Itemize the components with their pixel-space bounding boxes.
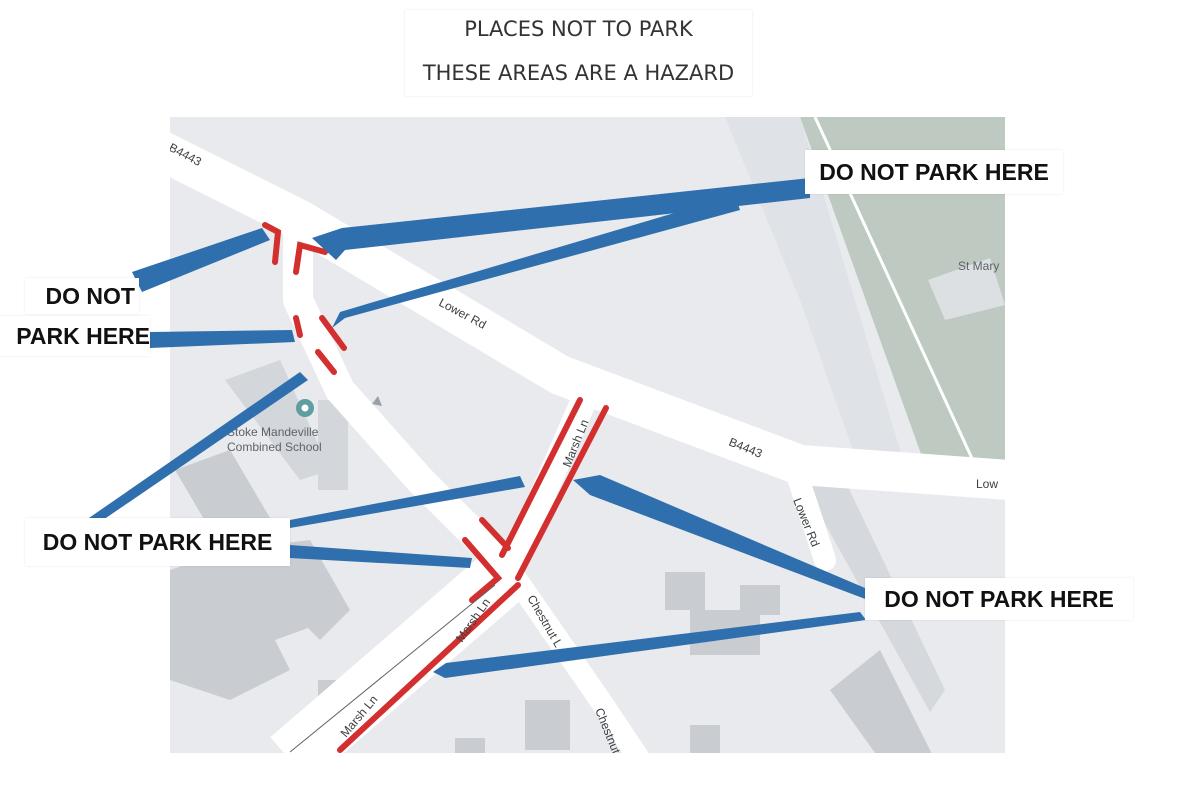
green-area <box>800 117 1005 465</box>
arrow-bottom-right-lower <box>433 612 866 678</box>
arrow-mid-lower <box>290 545 472 568</box>
church-label: St Mary <box>958 259 999 273</box>
road-lower-rd-branch <box>786 464 836 571</box>
arrow-bottom-right-upper <box>573 475 868 600</box>
callout-top-right: DO NOT PARK HERE <box>805 150 1063 194</box>
road-chestnut <box>500 563 649 753</box>
hazard-mark <box>262 222 282 265</box>
callout-left-line-2: PARK HERE <box>0 316 150 356</box>
road-marsh-ln-west <box>283 225 521 581</box>
arrow-mid-upper <box>290 476 525 528</box>
hazard-mark <box>515 405 609 581</box>
arrow-left-upper <box>132 228 270 292</box>
building <box>665 572 705 610</box>
school-marker-dot <box>301 404 309 412</box>
hazard-mark <box>293 241 328 275</box>
building <box>455 738 485 753</box>
building <box>525 700 570 750</box>
building <box>170 550 290 700</box>
direction-arrow-icon <box>372 396 382 406</box>
building <box>740 585 780 615</box>
hazard-mark <box>337 582 521 753</box>
hazard-arrows <box>86 178 868 678</box>
hazard-mark <box>462 537 503 603</box>
arrow-left-lower <box>150 330 295 348</box>
title-box: PLACES NOT TO PARK THESE AREAS ARE A HAZ… <box>405 10 752 96</box>
hazard-mark <box>293 315 303 338</box>
building <box>690 725 720 753</box>
callout-bottom-right: DO NOT PARK HERE <box>865 578 1133 620</box>
hazard-markings <box>262 222 609 753</box>
arrow-left-diagonal <box>86 372 308 522</box>
title-line-2: THESE AREAS ARE A HAZARD <box>422 61 735 85</box>
building <box>225 360 330 480</box>
school-label: Combined School <box>227 440 322 454</box>
railway-embankment <box>725 117 905 470</box>
building <box>830 650 932 753</box>
title-line-1: PLACES NOT TO PARK <box>464 17 693 41</box>
road-label: Low <box>976 477 998 491</box>
hazard-mark <box>479 517 511 551</box>
hazard-mark <box>315 349 337 375</box>
school-label: Stoke Mandeville <box>227 425 319 439</box>
callout-middle-left: DO NOT PARK HERE <box>25 518 290 566</box>
church-building <box>928 258 1005 320</box>
arrow-top-right-lower <box>332 195 740 328</box>
hazard-mark <box>319 315 347 351</box>
marsh-ln-edge <box>289 584 496 753</box>
callout-left-line-1: DO NOT <box>25 278 139 314</box>
hazard-mark <box>499 397 583 558</box>
arrow-top-right-upper <box>312 178 810 260</box>
road-b4443 <box>170 132 1005 500</box>
road-marsh-ln-north <box>498 392 597 576</box>
